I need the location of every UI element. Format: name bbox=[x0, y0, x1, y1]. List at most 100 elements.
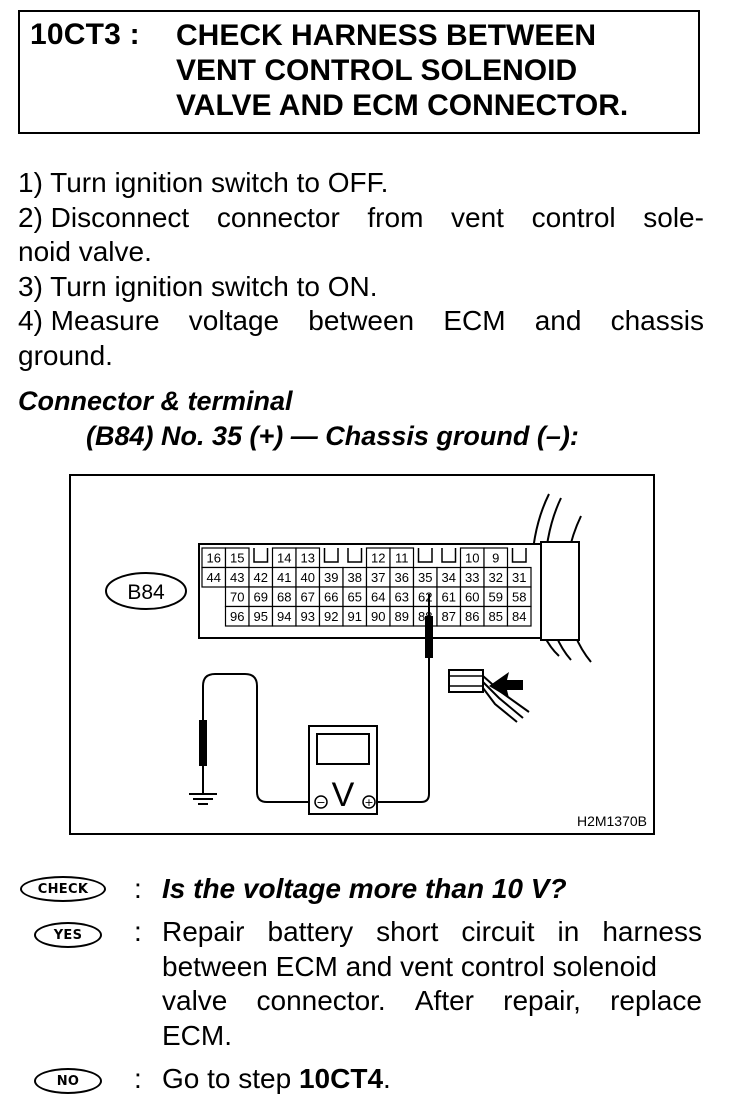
pin-number: 38 bbox=[348, 570, 362, 585]
title-line: VENT CONTROL SOLENOID bbox=[176, 54, 578, 87]
pin-number: 10 bbox=[465, 551, 479, 566]
figure-id: H2M1370B bbox=[577, 813, 647, 829]
pin-number: 59 bbox=[489, 590, 503, 605]
minus-terminal-label: − bbox=[316, 796, 325, 809]
title-line: CHECK HARNESS BETWEEN bbox=[176, 19, 597, 52]
pin-number: 66 bbox=[324, 590, 338, 605]
step-text: ECM bbox=[443, 305, 506, 336]
no-answer: Go to step 10CT4. bbox=[162, 1062, 391, 1097]
yes-answer: Repair battery short circuit in harness … bbox=[162, 915, 702, 1053]
positive-lead bbox=[377, 793, 430, 803]
pin-number: 86 bbox=[465, 609, 479, 624]
pin-number: 93 bbox=[301, 609, 315, 624]
minus-terminal bbox=[314, 795, 328, 809]
yes-text: Repair bbox=[162, 916, 245, 947]
negative-probe bbox=[199, 720, 207, 766]
pin-number: 16 bbox=[207, 551, 221, 566]
yes-line: between ECM and vent control solenoid bbox=[162, 950, 657, 982]
step-text: between bbox=[308, 305, 415, 336]
connector-key-notch bbox=[511, 548, 527, 563]
procedure-steps: 1) Turn ignition switch to OFF. 2) Disco… bbox=[18, 166, 704, 373]
step-text: and bbox=[534, 305, 582, 336]
pin-number: 85 bbox=[489, 609, 503, 624]
pin-number: 68 bbox=[277, 590, 291, 605]
step-text: 2) Disconnect bbox=[18, 201, 190, 233]
step-text: vent bbox=[451, 201, 504, 233]
pin-number: 12 bbox=[371, 551, 385, 566]
pin-number: 89 bbox=[395, 609, 409, 624]
pin-number: 69 bbox=[254, 590, 268, 605]
pin-number: 31 bbox=[512, 570, 526, 585]
no-badge: NO bbox=[34, 1068, 102, 1094]
step-line: noid valve. bbox=[18, 236, 152, 267]
pin-number: 90 bbox=[371, 609, 385, 624]
harness-wire bbox=[482, 681, 524, 719]
pin-number: 91 bbox=[348, 609, 362, 624]
yes-line: Repair battery short circuit in harness bbox=[162, 915, 702, 950]
connector-label-oval bbox=[105, 572, 187, 610]
step-text: chassis bbox=[610, 305, 704, 336]
step-text: 4) Measure bbox=[18, 305, 160, 336]
harness-wire bbox=[482, 687, 518, 723]
pin-number: 92 bbox=[324, 609, 338, 624]
yes-text: short bbox=[376, 916, 439, 947]
yes-text: circuit bbox=[461, 916, 535, 947]
yes-text: valve bbox=[162, 985, 228, 1016]
yes-badge: YES bbox=[34, 922, 102, 948]
pin-number: 67 bbox=[301, 590, 315, 605]
connector-heading: Connector & terminal bbox=[18, 386, 293, 416]
connector-latch bbox=[540, 541, 580, 641]
pin-number: 14 bbox=[277, 551, 291, 566]
step-title-box: 10CT3 : CHECK HARNESS BETWEEN VENT CONTR… bbox=[18, 10, 700, 134]
no-step-link: 10CT4 bbox=[298, 1063, 384, 1094]
connector-key-notch bbox=[441, 548, 457, 563]
step-line: ground. bbox=[18, 339, 113, 371]
step-line: 3) Turn ignition switch to ON. bbox=[18, 270, 378, 302]
connector-key-notch bbox=[253, 548, 269, 563]
pin-number: 64 bbox=[371, 590, 385, 605]
step-text: voltage bbox=[188, 305, 280, 336]
yes-text: connector. bbox=[256, 985, 386, 1016]
plus-terminal bbox=[362, 795, 376, 809]
pin-number: 37 bbox=[371, 570, 385, 585]
step-text: from bbox=[367, 201, 424, 233]
yes-text: harness bbox=[602, 916, 702, 947]
pin-number: 70 bbox=[230, 590, 244, 605]
connector-pin bbox=[506, 605, 532, 627]
pin-number: 34 bbox=[442, 570, 456, 585]
pin-number: 41 bbox=[277, 570, 291, 585]
pin-number: 13 bbox=[301, 551, 315, 566]
yes-line: valve connector. After repair, replace bbox=[162, 984, 702, 1019]
yes-text: battery bbox=[267, 916, 354, 947]
pin-number: 40 bbox=[301, 570, 315, 585]
pin-number: 65 bbox=[348, 590, 362, 605]
colon: : bbox=[134, 916, 142, 947]
connector-label: B84 bbox=[127, 581, 165, 604]
title-line: VALVE AND ECM CONNECTOR. bbox=[176, 89, 629, 122]
connector-key-notch bbox=[323, 548, 339, 563]
step-line: 1) Turn ignition switch to OFF. bbox=[18, 167, 389, 198]
step-line: 4) Measure voltage between ECM and chass… bbox=[18, 304, 704, 339]
pin-number: 36 bbox=[395, 570, 409, 585]
pin-number: 61 bbox=[442, 590, 456, 605]
pin-number: 94 bbox=[277, 609, 291, 624]
connector-key-notch bbox=[347, 548, 363, 563]
pin-number: 15 bbox=[230, 551, 244, 566]
pin-number: 35 bbox=[418, 570, 432, 585]
no-text: Go to step bbox=[162, 1063, 299, 1094]
yes-text: After bbox=[414, 985, 474, 1016]
negative-lead bbox=[202, 673, 309, 803]
pin-number: 96 bbox=[230, 609, 244, 624]
yes-text: in bbox=[557, 916, 580, 947]
check-badge: CHECK bbox=[20, 876, 106, 902]
pin-number: 60 bbox=[465, 590, 479, 605]
step-text: connector bbox=[216, 201, 340, 233]
yes-text: repair, bbox=[503, 985, 581, 1016]
colon: : bbox=[134, 873, 142, 904]
pin-number: 9 bbox=[492, 551, 499, 566]
pin-number: 87 bbox=[442, 609, 456, 624]
pin-number: 84 bbox=[512, 609, 526, 624]
